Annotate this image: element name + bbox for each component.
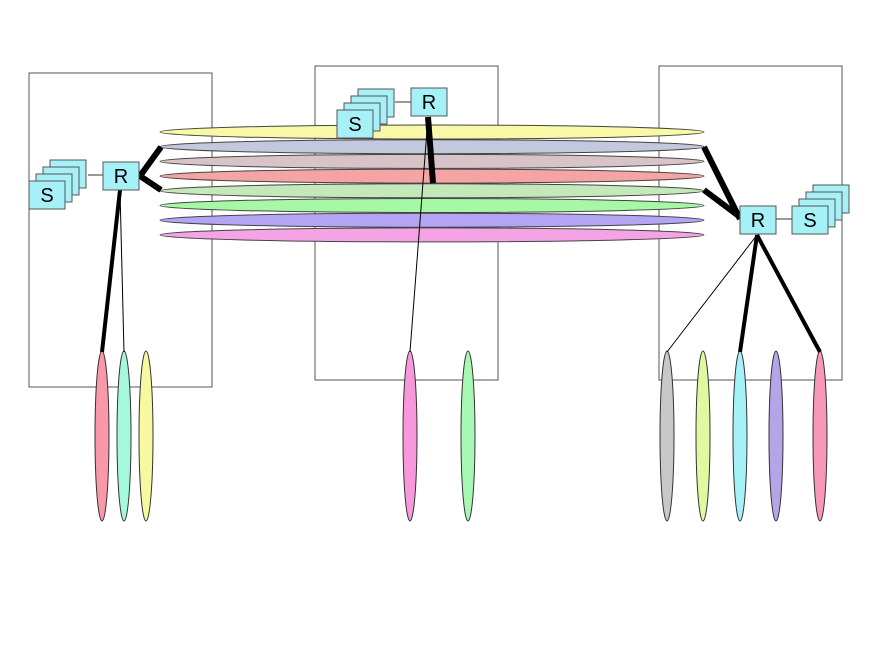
link-right-router-vband3 [738,234,759,353]
band-7 [159,212,705,228]
link-left-router-vband2 [119,189,125,353]
switch-right: S [791,205,829,235]
link-left-router-vband1 [100,189,122,353]
vband-left-3 [138,350,154,522]
link-right-router-band2 [702,187,742,220]
switch-right-label: S [803,210,816,232]
vband-center-1 [402,350,418,522]
router-right: R [739,205,777,235]
router-left-label: R [114,166,128,188]
link-left-router-bands [135,145,164,193]
vertical-bands [94,350,828,522]
link-right-router-vband5 [755,234,822,353]
vband-right-2 [695,350,711,522]
vband-left-1 [94,350,110,522]
vband-right-3 [732,350,748,522]
link-center-router-band [425,116,436,184]
switch-center: S [336,109,374,139]
band-5 [159,183,705,199]
vband-center-2 [460,350,476,522]
vband-right-4 [768,350,784,522]
link-center-router-vband1 [409,116,429,353]
links [88,101,822,353]
vband-left-2 [116,350,132,522]
vband-right-1 [659,350,675,522]
vband-right-5 [812,350,828,522]
router-center-label: R [422,92,436,114]
band-8 [159,227,705,243]
band-6 [159,198,705,213]
switch-left-label: S [40,185,53,207]
link-right-router-vband1 [666,234,758,353]
switch-center-label: S [348,114,361,136]
link-right-router-band1 [701,145,743,221]
router-left: R [102,161,140,191]
router-center: R [410,87,448,117]
switch-left: S [28,180,66,210]
router-right-label: R [751,210,765,232]
